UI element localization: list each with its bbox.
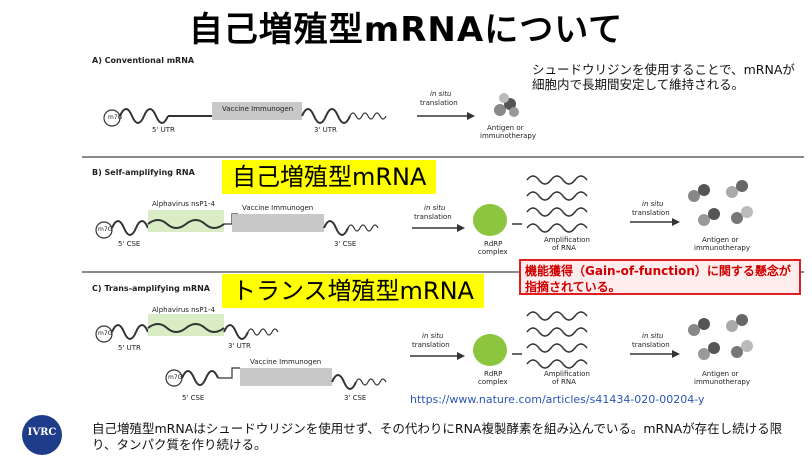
panel-self-amplifying: B) Self-amplifying RNA	[82, 162, 804, 266]
antigen-c-icon	[688, 314, 753, 360]
cap-c2-label: m7G	[168, 374, 183, 381]
cap-c-label: m7G	[98, 330, 113, 337]
product-c-2: immunotherapy	[694, 378, 750, 386]
utr3-c-label: 3' UTR	[228, 342, 251, 350]
product-b-2: immunotherapy	[694, 244, 750, 252]
arrowhead-a	[467, 112, 475, 120]
cap-b-icon	[95, 221, 113, 239]
nsp-box-b	[148, 210, 224, 232]
panel-c-diagram	[95, 311, 753, 390]
arrow-a-bottom: translation	[420, 99, 458, 107]
nsp-box-c	[148, 314, 224, 336]
amplified-rna-c-icon	[526, 311, 588, 369]
immunogen-box-c	[240, 368, 332, 386]
amp-c-2: of RNA	[552, 378, 576, 386]
cap-a-icon	[103, 109, 121, 127]
cap-c-icon	[95, 325, 113, 343]
separator-2	[82, 271, 804, 273]
utr5-a-strand	[119, 108, 169, 124]
panel-conventional-mrna: A) Conventional mRNA m7G 5' UTR 3' UTR V…	[82, 50, 804, 150]
rdrp-c-icon	[473, 334, 507, 366]
rdrp-b-icon	[473, 204, 507, 236]
nsp-b-label: Alphavirus nsP1-4	[152, 200, 215, 208]
utr5-c-label: 5' UTR	[118, 344, 141, 352]
rdrp-c-1: RdRP	[484, 370, 503, 378]
arrow-c-top: in situ	[422, 332, 444, 340]
logo-text: IVRC	[27, 427, 57, 438]
note-pseudouridine: シュードウリジンを使用することで、mRNAが細胞内で長期間安定して維持される。	[532, 62, 795, 92]
rdrp-c-2: complex	[478, 378, 508, 386]
rdrp-b-1: RdRP	[484, 240, 503, 248]
arrow2-b-bottom: translation	[632, 209, 670, 217]
panel-a-label: A) Conventional mRNA	[92, 56, 195, 65]
antigen-b-icon	[688, 180, 753, 226]
panel-b-diagram	[95, 175, 753, 239]
ivrc-logo: IVRC	[22, 415, 62, 455]
cse5-b-label: 5' CSE	[118, 240, 141, 248]
panel-b-label: B) Self-amplifying RNA	[92, 168, 195, 177]
gain-of-function-warning: 機能獲得（Gain-of-function）に関する懸念が指摘されている。	[519, 259, 801, 295]
cse5-c-label: 5' CSE	[182, 394, 205, 402]
arrow2-c-top: in situ	[642, 332, 664, 340]
amplified-rna-b-icon	[526, 175, 588, 233]
footer-note: 自己増殖型mRNAはシュードウリジンを使用せず、その代わりにRNA複製酵素を組み…	[92, 421, 783, 452]
product-a-2: immunotherapy	[480, 132, 536, 140]
arrow-b-top: in situ	[424, 204, 446, 212]
cse3-b-label: 3' CSE	[334, 240, 357, 248]
cap-b-label: m7G	[98, 226, 113, 233]
amp-b-2: of RNA	[552, 244, 576, 252]
slide-title: 自己増殖型mRNAについて	[188, 10, 624, 50]
immunogen-box-a	[212, 102, 302, 120]
highlight-self-amplifying: 自己増殖型mRNA	[222, 160, 437, 194]
arrow2-b-top: in situ	[642, 200, 664, 208]
cap-a-label: m7G	[108, 114, 123, 121]
rdrp-b-2: complex	[478, 248, 508, 256]
arrow-a-top: in situ	[430, 90, 452, 98]
product-c-1: Antigen or	[702, 370, 739, 378]
separator-1	[82, 156, 804, 158]
highlight-trans-amplifying: トランス増殖型mRNA	[222, 274, 484, 308]
product-b-1: Antigen or	[702, 236, 739, 244]
utr5-a-label: 5' UTR	[152, 126, 175, 134]
product-a-1: Antigen or	[487, 124, 524, 132]
amp-c-1: Amplification	[544, 370, 590, 378]
nsp-c-label: Alphavirus nsP1-4	[152, 306, 215, 314]
source-link[interactable]: https://www.nature.com/articles/s41434-0…	[410, 393, 705, 406]
arrow-c-bottom: translation	[412, 341, 450, 349]
panel-c-label: C) Trans-amplifying mRNA	[92, 284, 210, 293]
utr3-a-label: 3' UTR	[314, 126, 337, 134]
arrow2-c-bottom: translation	[632, 341, 670, 349]
immunogen-c-label: Vaccine Immunogen	[250, 358, 322, 366]
panel-a-diagram	[103, 93, 519, 127]
utr3-a-strand	[301, 108, 351, 124]
immunogen-box-b	[232, 214, 324, 232]
immunogen-a-label: Vaccine Immunogen	[222, 105, 294, 113]
polya-a-tail	[349, 112, 387, 120]
antigen-a-icon	[494, 93, 519, 117]
immunogen-b-label: Vaccine Immunogen	[242, 204, 314, 212]
amp-b-1: Amplification	[544, 236, 590, 244]
arrow-b-bottom: translation	[414, 213, 452, 221]
cse3-c-label: 3' CSE	[344, 394, 367, 402]
